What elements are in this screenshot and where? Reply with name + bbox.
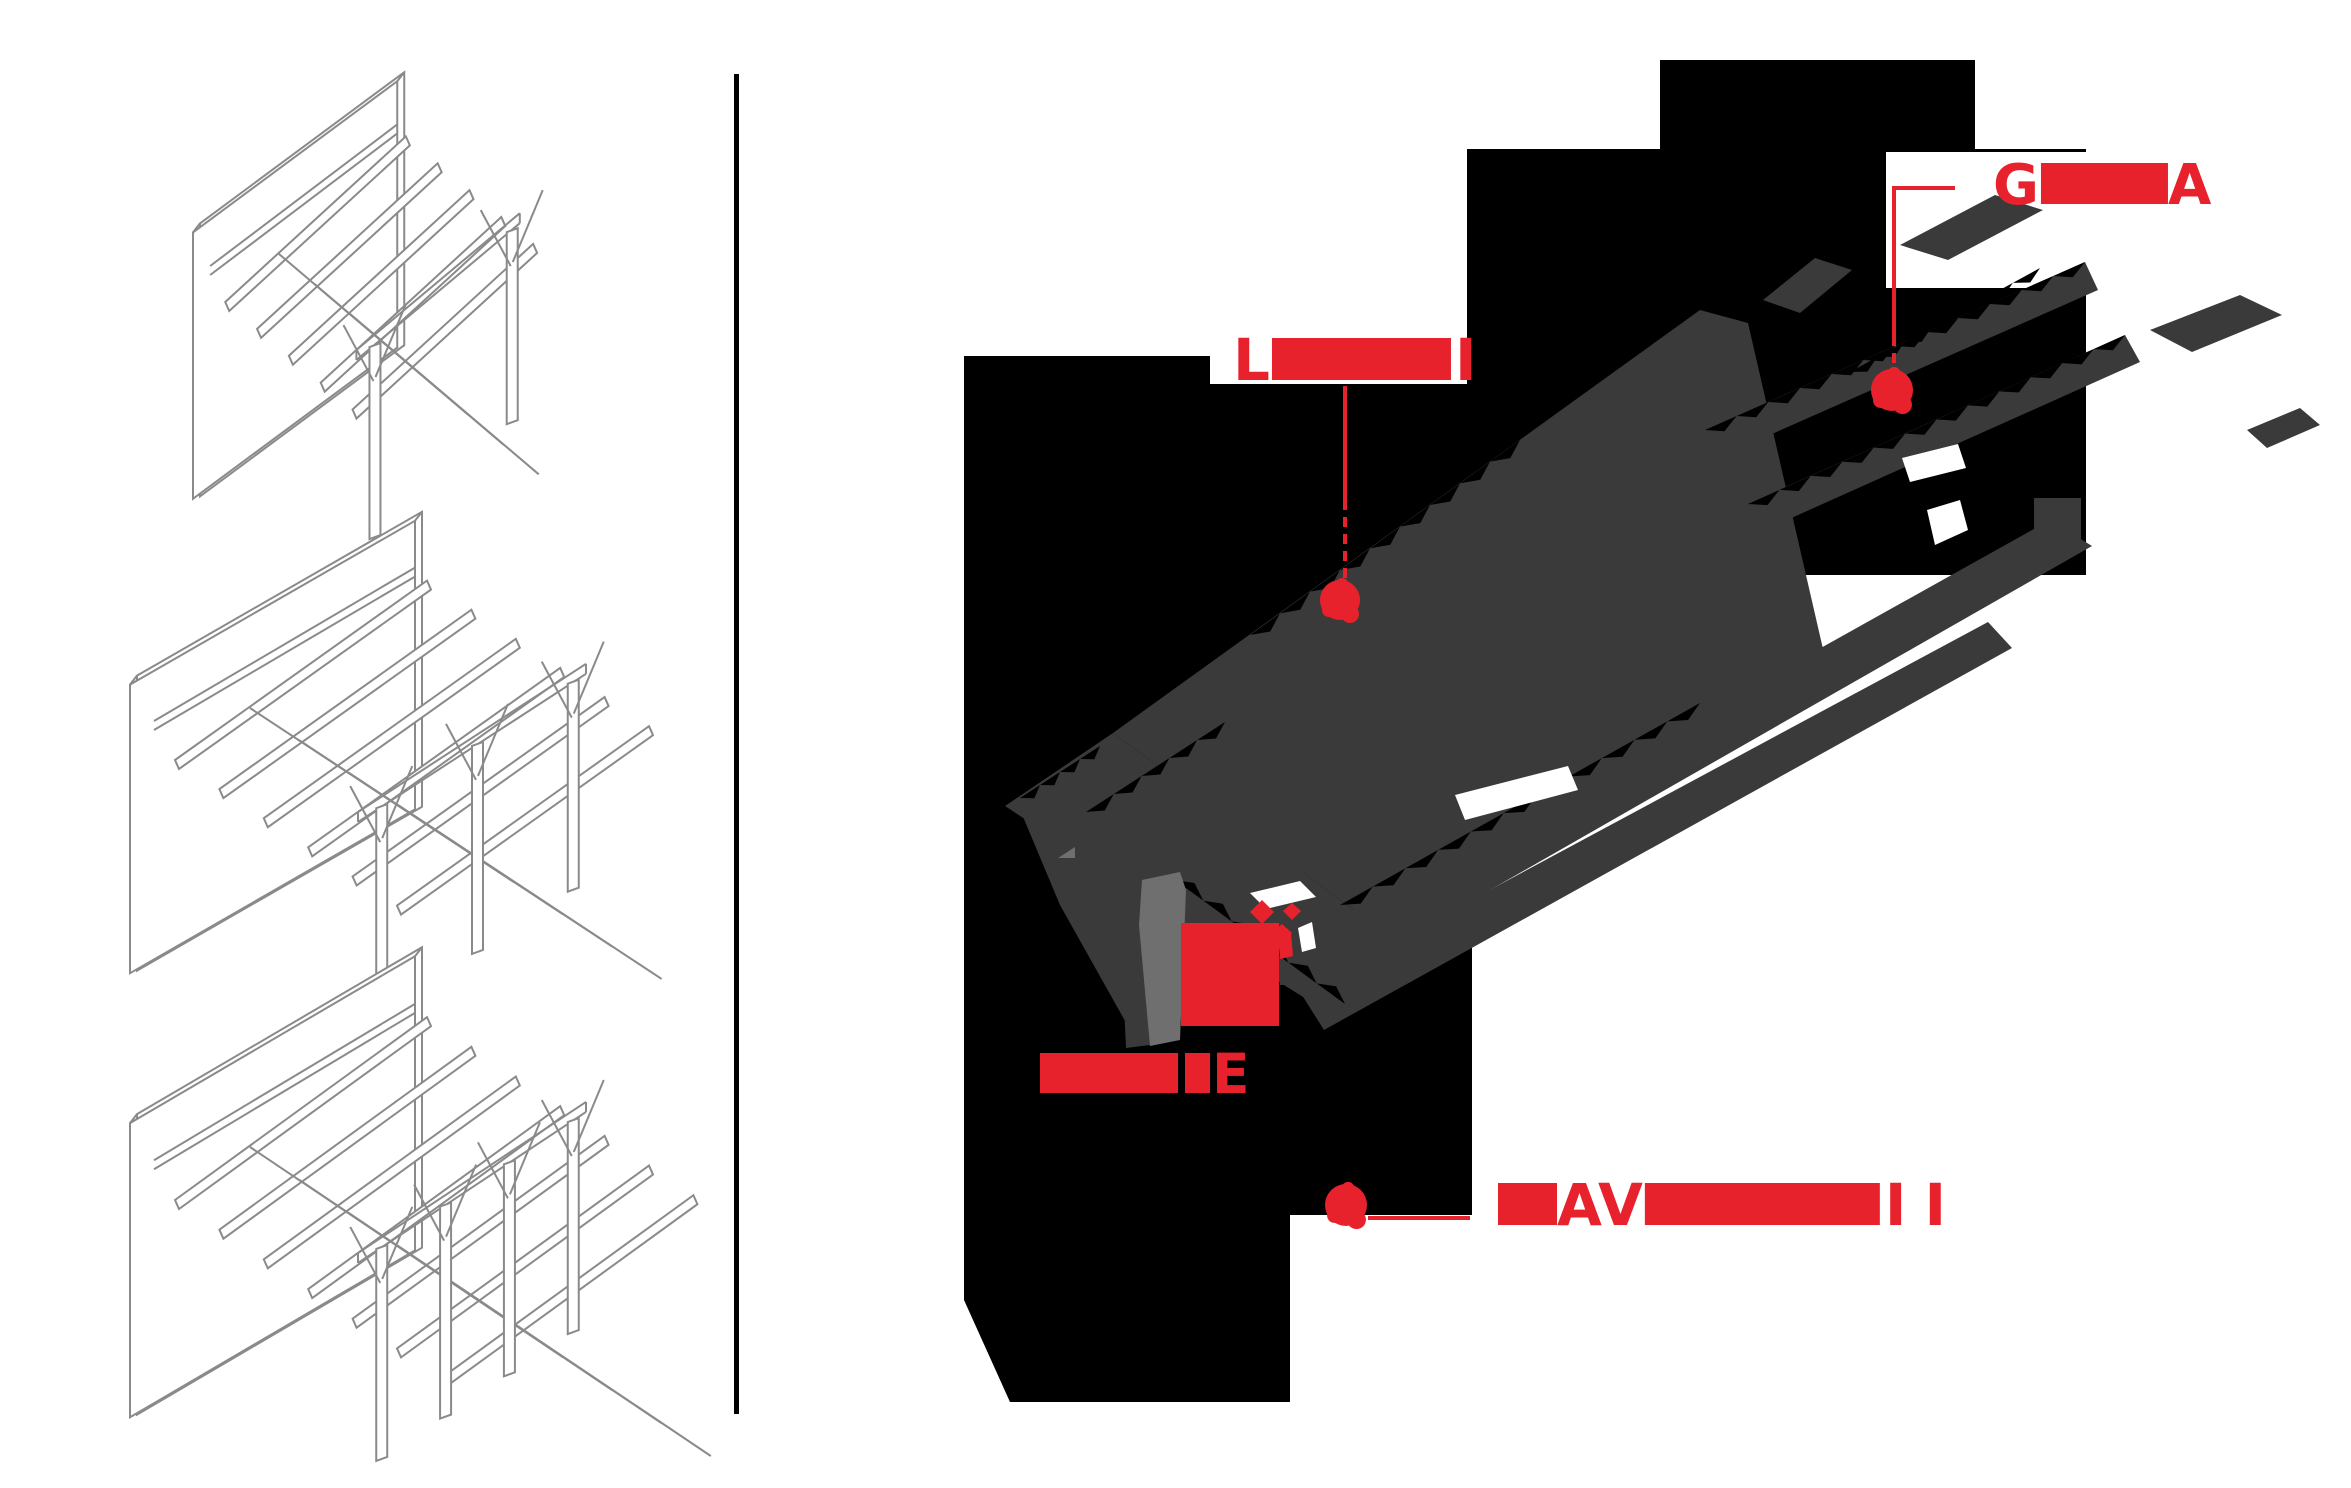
knee-brace (572, 641, 605, 715)
slat-beam (395, 724, 655, 917)
knee-brace (540, 661, 573, 719)
knee-brace (572, 1079, 605, 1153)
post (439, 1201, 453, 1421)
slat-beam (218, 1045, 477, 1241)
slat-beam (173, 1015, 433, 1211)
front-beam (357, 662, 587, 813)
knee-brace (511, 189, 544, 263)
pergola-3-post (129, 510, 663, 1018)
callout-dot (1325, 1181, 1367, 1230)
post (502, 1158, 516, 1378)
label-redacted-bar (1498, 1183, 1557, 1225)
knee-brace (381, 765, 414, 839)
post-highlight (1058, 847, 1186, 1046)
slat-beam (173, 579, 433, 771)
post (471, 740, 484, 956)
label-letter: AV (1557, 1171, 1643, 1239)
post (375, 1243, 389, 1463)
label-redacted-bar (1040, 1053, 1178, 1093)
slat-beam (351, 1134, 610, 1330)
knee-brace (445, 1164, 478, 1238)
label-letter: I (1885, 1171, 1907, 1239)
label-letter: G (1993, 153, 2039, 218)
wall-panel (192, 79, 399, 501)
knee-brace (477, 1141, 509, 1199)
knee-brace (374, 304, 407, 378)
rafter-line (397, 803, 663, 980)
callout-dot (1871, 366, 1913, 415)
white-accents (1250, 444, 1968, 952)
slat-beam (218, 608, 477, 800)
knee-brace (477, 703, 509, 777)
slat-beam (262, 637, 522, 829)
label-halo (1886, 152, 2351, 288)
post (566, 678, 580, 894)
post (505, 226, 519, 426)
knee-brace (349, 785, 382, 843)
ledger-line (153, 566, 416, 722)
rafter-line (446, 1277, 712, 1457)
knee-brace (381, 1206, 414, 1280)
label-redacted-bar (2040, 163, 2168, 204)
label-letter: I (1455, 326, 1477, 394)
slat-beam (395, 1164, 655, 1359)
vertical-divider (734, 74, 739, 1414)
slat-beam (351, 242, 539, 421)
knee-brace (540, 1099, 573, 1157)
slat-beam (255, 161, 443, 340)
ledger-line (209, 123, 398, 267)
wall-panel (129, 954, 416, 1420)
knee-brace (349, 1226, 382, 1284)
leader-line (1892, 186, 1955, 336)
wall-panel (129, 519, 416, 975)
red-marks (1247, 900, 1301, 972)
front-beam (357, 1101, 587, 1254)
knee-brace (479, 209, 512, 267)
post (368, 341, 382, 541)
pergola-4-post (129, 945, 712, 1463)
callout-dot (1320, 578, 1360, 623)
callout-bracket-label: E (1040, 1042, 1250, 1106)
label-letter: I (1924, 1171, 1946, 1239)
knee-brace (508, 1121, 541, 1195)
post (566, 1116, 580, 1336)
slat-beam (262, 1074, 522, 1270)
ledger-line (153, 1003, 416, 1162)
red-highlight-square (1181, 923, 1279, 1026)
knee-brace (413, 1184, 445, 1242)
knee-brace (445, 723, 477, 781)
knee-brace (342, 324, 375, 382)
slat-beam (287, 188, 475, 367)
label-redacted-bar (1271, 338, 1451, 380)
label-redacted-bar (1644, 1183, 1880, 1225)
front-beam (355, 212, 521, 351)
label-redacted-bar (1185, 1053, 1210, 1093)
label-letter: A (2168, 153, 2212, 218)
label-letter: E (1212, 1042, 1250, 1106)
pergola-2-post (192, 70, 544, 541)
label-letter: L (1233, 326, 1270, 394)
callout-bracket: E (1040, 1042, 1250, 1106)
slat-beam (224, 134, 412, 313)
